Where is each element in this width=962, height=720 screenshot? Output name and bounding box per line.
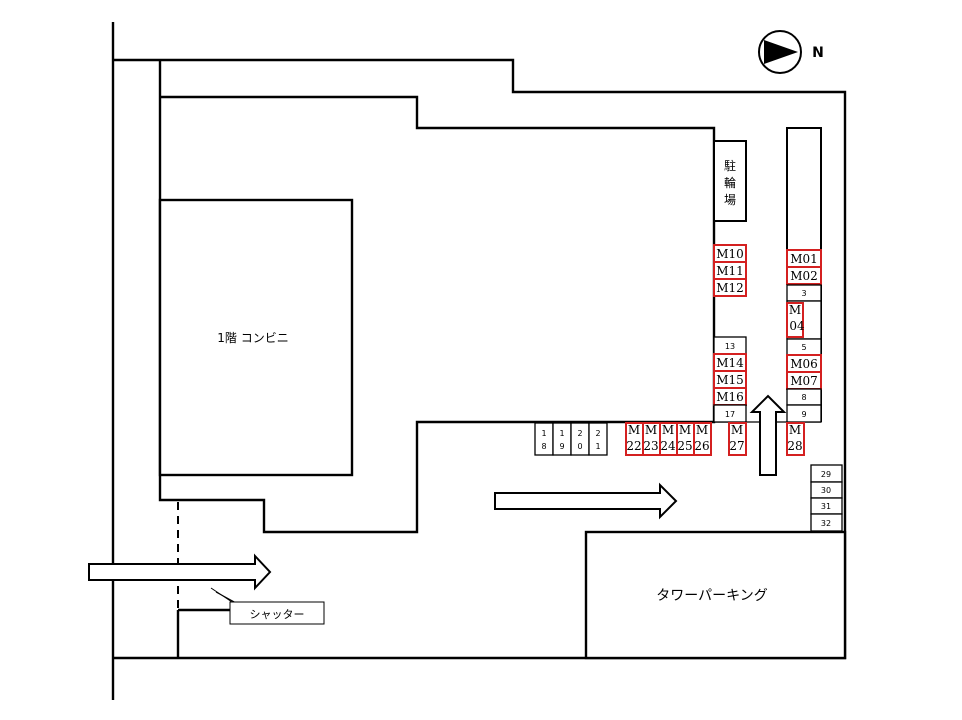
slot-5: 5	[801, 343, 806, 352]
slot-M10: M10	[716, 247, 744, 261]
slot-3: 3	[801, 289, 806, 298]
svg-text:M: M	[679, 423, 691, 437]
slot-31: 31	[821, 502, 831, 511]
svg-text:23: 23	[643, 439, 658, 453]
bicycle-label-3: 場	[724, 193, 736, 207]
shutter-label: シャッター	[250, 608, 305, 621]
entry-arrow	[88, 553, 272, 591]
flow-arrow-up	[749, 394, 787, 476]
svg-text:M: M	[645, 423, 657, 437]
flow-arrow-right	[494, 482, 678, 520]
slots-far-right: 29 30 31 32	[810, 464, 843, 532]
svg-text:M: M	[789, 303, 801, 317]
shutter-callout	[229, 601, 325, 625]
svg-text:28: 28	[787, 439, 802, 453]
bicycle-parking	[713, 140, 747, 222]
north-label: N	[812, 45, 824, 61]
svg-text:26: 26	[694, 439, 709, 453]
slot-M01: M01	[790, 252, 818, 266]
svg-text:25: 25	[677, 439, 692, 453]
convenience-store	[158, 198, 354, 477]
slot-M02: M02	[790, 269, 818, 283]
bicycle-label-2: 輪	[724, 175, 736, 190]
right-structure	[786, 127, 822, 251]
slot-M11: M11	[716, 264, 744, 278]
slot-M15: M15	[716, 373, 744, 387]
slot-8: 8	[801, 393, 806, 402]
svg-text:0: 0	[577, 442, 582, 451]
tower-parking-label: タワーパーキング	[656, 588, 767, 604]
slot-9: 9	[801, 410, 806, 419]
svg-text:1: 1	[559, 429, 564, 438]
svg-text:2: 2	[595, 429, 600, 438]
svg-text:8: 8	[541, 442, 546, 451]
svg-text:04: 04	[789, 319, 805, 333]
svg-text:M: M	[696, 423, 708, 437]
slot-M12: M12	[716, 281, 744, 295]
svg-text:9: 9	[559, 442, 564, 451]
svg-text:M: M	[731, 423, 743, 437]
slot-M07: M07	[790, 374, 818, 388]
slot-30: 30	[821, 486, 831, 495]
north-compass-icon: N	[758, 30, 824, 74]
slot-32: 32	[821, 519, 831, 528]
slot-M06: M06	[790, 357, 818, 371]
svg-text:M: M	[662, 423, 674, 437]
svg-text:M: M	[789, 423, 801, 437]
svg-text:1: 1	[541, 429, 546, 438]
slots-right-column: M01 M02 3 M 04 5 M06 M07 8 9	[786, 249, 822, 423]
bicycle-label-1: 駐	[724, 158, 736, 173]
svg-text:27: 27	[729, 439, 744, 453]
slot-17: 17	[725, 410, 735, 419]
svg-text:24: 24	[660, 439, 676, 453]
slot-M14: M14	[716, 356, 744, 370]
slot-M16: M16	[716, 390, 744, 404]
svg-text:M: M	[628, 423, 640, 437]
svg-text:1: 1	[595, 442, 600, 451]
slot-13: 13	[725, 342, 735, 351]
slots-left-column: M10 M11 M12 13 M14 M15 M16 17	[713, 244, 747, 423]
tower-parking	[584, 530, 847, 660]
svg-text:22: 22	[626, 439, 641, 453]
slots-bottom-black: 1 8 1 9 2 0 2 1	[534, 422, 608, 456]
svg-text:2: 2	[577, 429, 582, 438]
convenience-store-label: 1階 コンビニ	[217, 330, 288, 345]
slot-29: 29	[821, 470, 831, 479]
slots-bottom-red: M 22 M 23 M 24 M 25 M 26 M 27 M 28	[625, 422, 805, 456]
